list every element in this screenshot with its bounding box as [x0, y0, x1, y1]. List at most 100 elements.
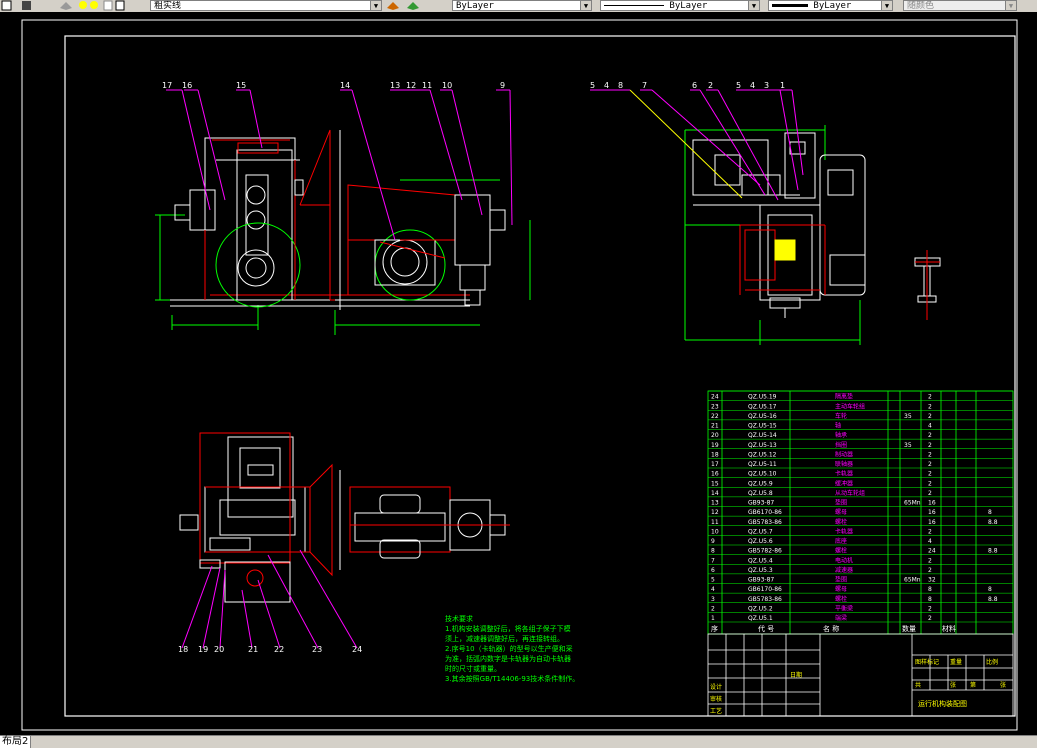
bom-cell-qty: 2	[928, 394, 932, 401]
bom-cell-mat: 35	[904, 442, 912, 449]
bom-cell-code: QZ.U5.6	[748, 538, 773, 545]
bom-cell-qty: 2	[928, 567, 932, 574]
bom-cell-name: 隔离垫	[835, 393, 853, 401]
bom-cell-qty: 2	[928, 615, 932, 622]
color-control-dropdown[interactable]: ByLayer ▼	[452, 0, 592, 11]
chevron-down-icon[interactable]: ▼	[1005, 1, 1016, 10]
bom-cell-mat: 65Mn	[904, 577, 921, 584]
tb-right-total: 共	[915, 681, 921, 689]
balloon-12: 12	[406, 81, 416, 90]
balloon-5b: 5	[736, 81, 741, 90]
bom-cell-code: QZ.U5.9	[748, 480, 773, 487]
layer-previous-icon[interactable]	[385, 0, 433, 11]
bom-cell-mat: 65Mn	[904, 500, 921, 507]
bom-cell-no: 21	[711, 423, 719, 430]
bom-cell-name: 垫圈	[835, 576, 847, 584]
cad-drawing: 17 16 15 14 13 12 11 10 9 5 4 8 7 6 2 5 …	[21, 19, 1018, 731]
chevron-down-icon[interactable]: ▼	[881, 1, 892, 10]
bom-cell-code: QZ.U5.7	[748, 528, 773, 535]
bom-cell-name: 螺母	[835, 585, 847, 593]
bom-cell-name: 挡圈	[835, 441, 847, 449]
front-view-leaders	[166, 89, 513, 241]
lineweight-control-dropdown[interactable]: ByLayer ▼	[768, 0, 893, 11]
bom-cell-name: 轴	[835, 422, 841, 430]
layer-dropdown[interactable]: 粗实线 ▼	[150, 0, 382, 11]
bom-cell-qty: 2	[928, 490, 932, 497]
bom-cell-qty: 8	[928, 596, 932, 603]
bom-header-qty: 数量	[902, 624, 916, 633]
tb-right-mark: 图样标记	[915, 658, 939, 666]
bom-cell-code: QZ.U5-15	[748, 423, 777, 430]
bom-cell-no: 22	[711, 413, 719, 420]
bom-cell-name: 缓冲器	[835, 479, 853, 487]
linetype-control-dropdown[interactable]: ByLayer ▼	[600, 0, 760, 11]
drawing-name: 运行机构装配图	[918, 699, 967, 708]
bom-cell-no: 10	[711, 528, 719, 535]
bom-cell-no: 24	[711, 394, 719, 401]
bom-cell-no: 2	[711, 605, 715, 612]
bom-cell-qty: 4	[928, 538, 932, 545]
bom-cell-qty: 32	[928, 577, 936, 584]
bom-cell-code: QZ.U5.19	[748, 394, 777, 401]
plan-view-leaders	[181, 549, 358, 649]
bom-cell-no: 19	[711, 442, 719, 449]
bom-cell-code: GB6170-86	[748, 509, 782, 516]
bom-cell-name: 从动车轮组	[835, 489, 865, 497]
tb-right-sheet: 张	[1000, 681, 1006, 689]
bom-cell-qty: 2	[928, 432, 932, 439]
balloon-4b: 4	[750, 81, 755, 90]
balloon-18: 18	[178, 645, 188, 654]
tech-line-4: 为准，括弧内数字是卡轨器为自动卡轨器	[445, 654, 571, 663]
drawing-canvas[interactable]: 17 16 15 14 13 12 11 10 9 5 4 8 7 6 2 5 …	[0, 12, 1037, 735]
balloon-5a: 5	[590, 81, 595, 90]
bom-cell-no: 17	[711, 461, 719, 468]
bom-cell-name: 垫圈	[835, 499, 847, 507]
bom-cell-qty: 2	[928, 451, 932, 458]
bom-cell-qty: 16	[928, 519, 936, 526]
balloon-2: 2	[708, 81, 713, 90]
bom-cell-code: QZ.U5-11	[748, 461, 777, 468]
bom-cell-name: 底座	[835, 537, 847, 545]
bom-cell-code: GB5782-86	[748, 548, 782, 555]
bom-cell-no: 13	[711, 500, 719, 507]
viewport-frame	[21, 19, 1018, 731]
bom-cell-qty: 24	[928, 548, 936, 555]
bom-cell-name: 制动器	[835, 450, 853, 458]
bom-cell-no: 5	[711, 577, 715, 584]
bom-cell-name: 平衡梁	[835, 604, 853, 612]
vertical-scrollbar[interactable]	[1025, 12, 1037, 735]
tab-layout[interactable]: 布局2	[0, 736, 32, 748]
side-view	[684, 125, 941, 345]
bom-cell-no: 18	[711, 451, 719, 458]
tech-line-1: 1.机构安装调整好后，将各组子保子下模	[445, 624, 571, 633]
tech-line-2: 须上，减速器调整好后，再连接转组。	[445, 634, 564, 643]
chevron-down-icon[interactable]: ▼	[370, 1, 381, 10]
tb-label-date: 日期	[790, 671, 802, 679]
bom-cell-qty: 2	[928, 557, 932, 564]
linetype-line-sample	[604, 5, 664, 6]
bom-cell-code: QZ.U5.12	[748, 451, 777, 458]
balloon-10: 10	[442, 81, 452, 90]
balloon-15: 15	[236, 81, 246, 90]
balloon-24: 24	[352, 645, 362, 654]
bom-cell-code: QZ.U5.3	[748, 567, 773, 574]
balloon-22: 22	[274, 645, 284, 654]
layer-state-icons[interactable]	[58, 0, 150, 11]
bom-cell-no: 1	[711, 615, 715, 622]
balloon-23: 23	[312, 645, 322, 654]
bom-table-grid	[707, 390, 1014, 635]
bom-cell-no: 23	[711, 403, 719, 410]
bom-cell-qty: 16	[928, 509, 936, 516]
layer-properties-icon[interactable]	[0, 0, 40, 11]
lineweight-control-value: ByLayer	[813, 1, 852, 11]
balloon-9: 9	[500, 81, 505, 90]
bom-cell-extra: 8.8	[988, 548, 998, 555]
bom-cell-qty: 2	[928, 528, 932, 535]
bom-cell-qty: 2	[928, 480, 932, 487]
layout-tab-bar: 布局2	[0, 735, 1037, 748]
plotstyle-control-dropdown[interactable]: 随颜色 ▼	[903, 0, 1017, 11]
chevron-down-icon[interactable]: ▼	[580, 1, 591, 10]
chevron-down-icon[interactable]: ▼	[748, 1, 759, 10]
balloon-19: 19	[198, 645, 208, 654]
side-view-leaders	[590, 89, 804, 201]
